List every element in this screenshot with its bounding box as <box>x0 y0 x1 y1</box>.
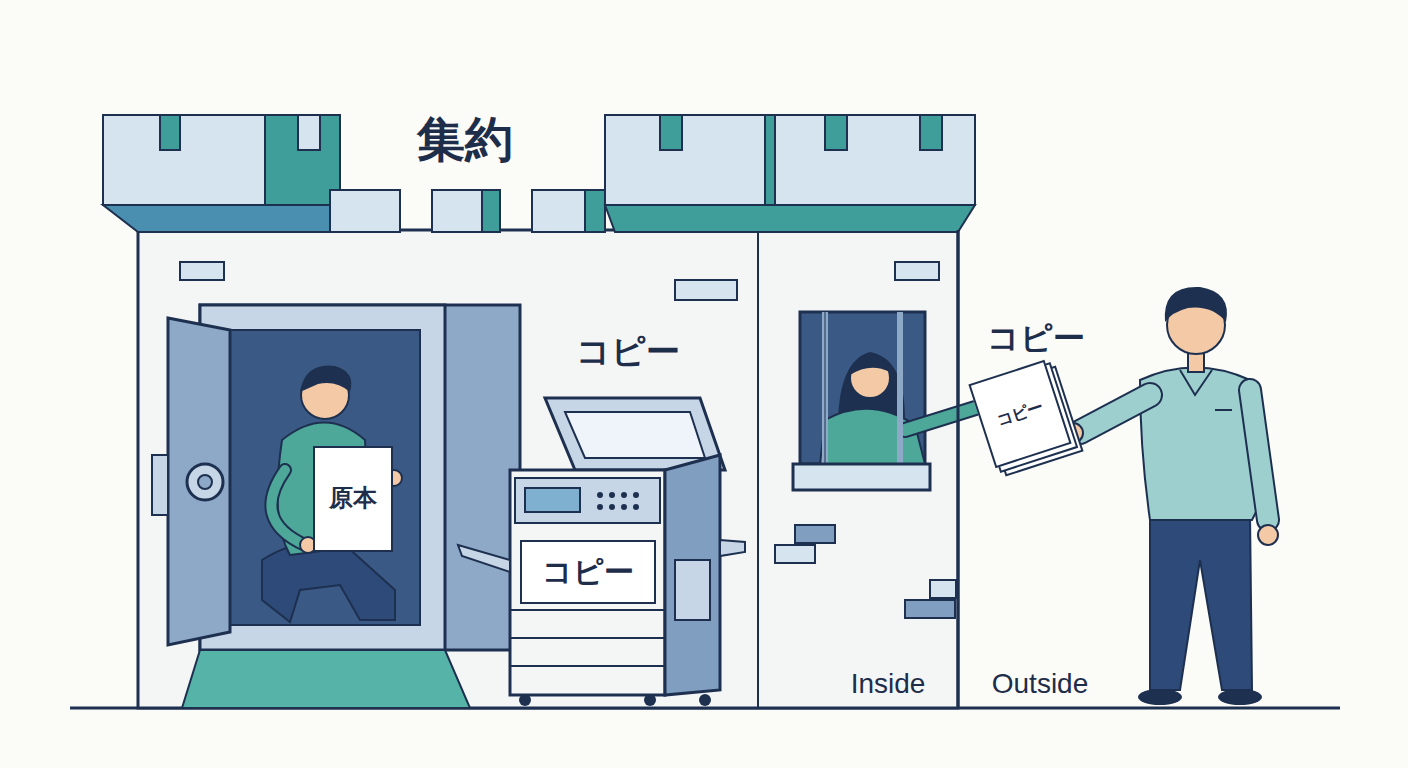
copy-label: コピー <box>576 332 680 371</box>
node-text: コピー <box>542 555 634 590</box>
diagram-title: 集約 <box>417 112 513 167</box>
node-text: 原本 <box>329 485 377 513</box>
node-text: コピー <box>994 398 1045 430</box>
copier-panel: コピー <box>520 540 656 604</box>
inside-label: Inside <box>851 668 926 700</box>
copy-document: コピー <box>968 360 1071 468</box>
original-document: 原本 <box>313 446 393 552</box>
copy-label: コピー <box>987 320 1085 357</box>
outside-label: Outside <box>992 668 1089 700</box>
